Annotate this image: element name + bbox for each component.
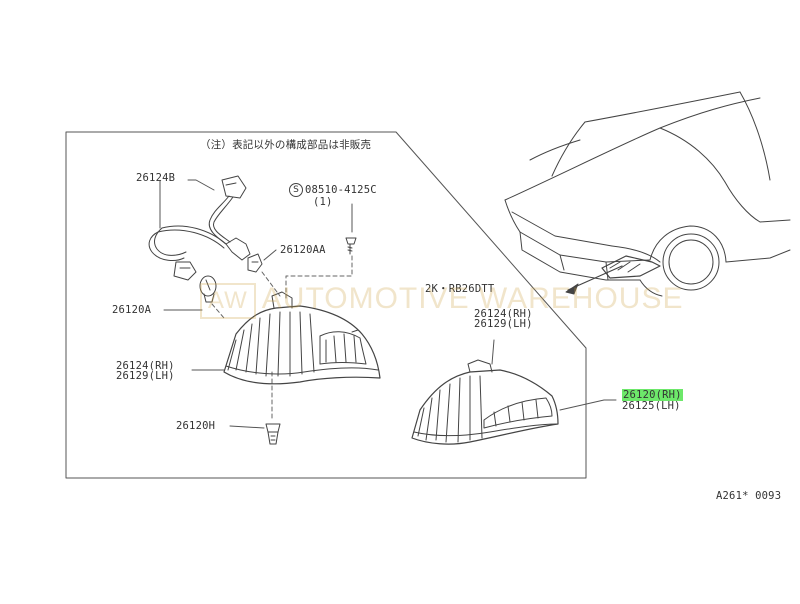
part-label-26124-rh: 26124(RH): [116, 360, 175, 372]
small-bulb: [247, 253, 263, 273]
part-label-26120aa: 26120AA: [280, 244, 326, 256]
part-label-26120h: 26120H: [176, 420, 216, 432]
part-label-26120a: 26120A: [112, 304, 152, 316]
location-arrow: [565, 265, 623, 295]
assembly-guides: [211, 255, 353, 419]
engine-label: 2K・RB26DTT: [425, 283, 495, 295]
part-label-26124b: 26124B: [136, 172, 176, 184]
right-lens: [411, 359, 559, 445]
leader-lines: [159, 179, 617, 429]
screw: [345, 237, 357, 255]
part-label-right-26129-lh: 26129(LH): [474, 318, 533, 330]
part-label-screw-qty: (1): [313, 196, 333, 208]
left-lens: [223, 291, 381, 385]
part-label-right-26124-rh: 26124(RH): [474, 308, 533, 320]
watermark-logo: AW: [200, 283, 256, 319]
diagram-frame: [65, 131, 587, 479]
bulb: [199, 275, 217, 303]
standard-part-icon: S: [289, 183, 303, 197]
note-label: （注）表記以外の構成部品は非販売: [200, 139, 372, 151]
watermark-text: AUTOMOTIVE WAREHOUSE: [261, 282, 684, 315]
highlighted-part-number[interactable]: 26120(RH): [622, 389, 683, 401]
clip: [265, 423, 281, 445]
socket-harness: [148, 175, 251, 281]
part-label-screw: 08510-4125C: [305, 184, 377, 196]
part-label-26125-lh: 26125(LH): [622, 400, 681, 412]
diagram-code: A261* 0093: [716, 490, 782, 502]
car-outline: [504, 91, 791, 297]
part-label-26129-lh: 26129(LH): [116, 370, 175, 382]
part-label-26120-rh[interactable]: 26120(RH): [622, 389, 683, 401]
